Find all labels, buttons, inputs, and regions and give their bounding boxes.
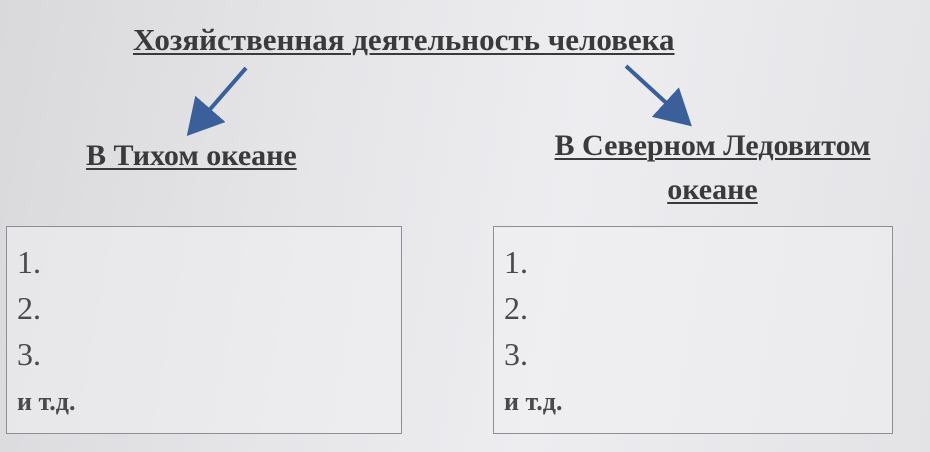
pacific-answer-box[interactable]: 1. 2. 3. и т.д. [6, 226, 402, 434]
arrow-right-icon [624, 64, 692, 127]
arctic-answer-box[interactable]: 1. 2. 3. и т.д. [493, 226, 893, 434]
heading-arctic-ocean: В Северном Ледовитом океане [515, 124, 910, 212]
heading-arctic-line2: океане [667, 173, 758, 206]
list-item: 3. [504, 336, 528, 372]
heading-pacific-ocean: В Тихом океане [86, 139, 297, 172]
list-item: 2. [17, 290, 41, 326]
list-item: 1. [504, 244, 528, 280]
pacific-list: 1. 2. 3. и т.д. [17, 239, 75, 423]
list-item: 3. [17, 336, 41, 372]
list-item-etc: и т.д. [504, 387, 563, 416]
list-item: 2. [504, 290, 528, 326]
heading-arctic-line1: В Северном Ледовитом [554, 129, 871, 162]
list-item-etc: и т.д. [17, 387, 76, 416]
arctic-list: 1. 2. 3. и т.д. [504, 239, 562, 423]
arrow-left-icon [186, 66, 248, 137]
list-item: 1. [17, 244, 41, 280]
page-title: Хозяйственная деятельность человека [133, 22, 675, 57]
